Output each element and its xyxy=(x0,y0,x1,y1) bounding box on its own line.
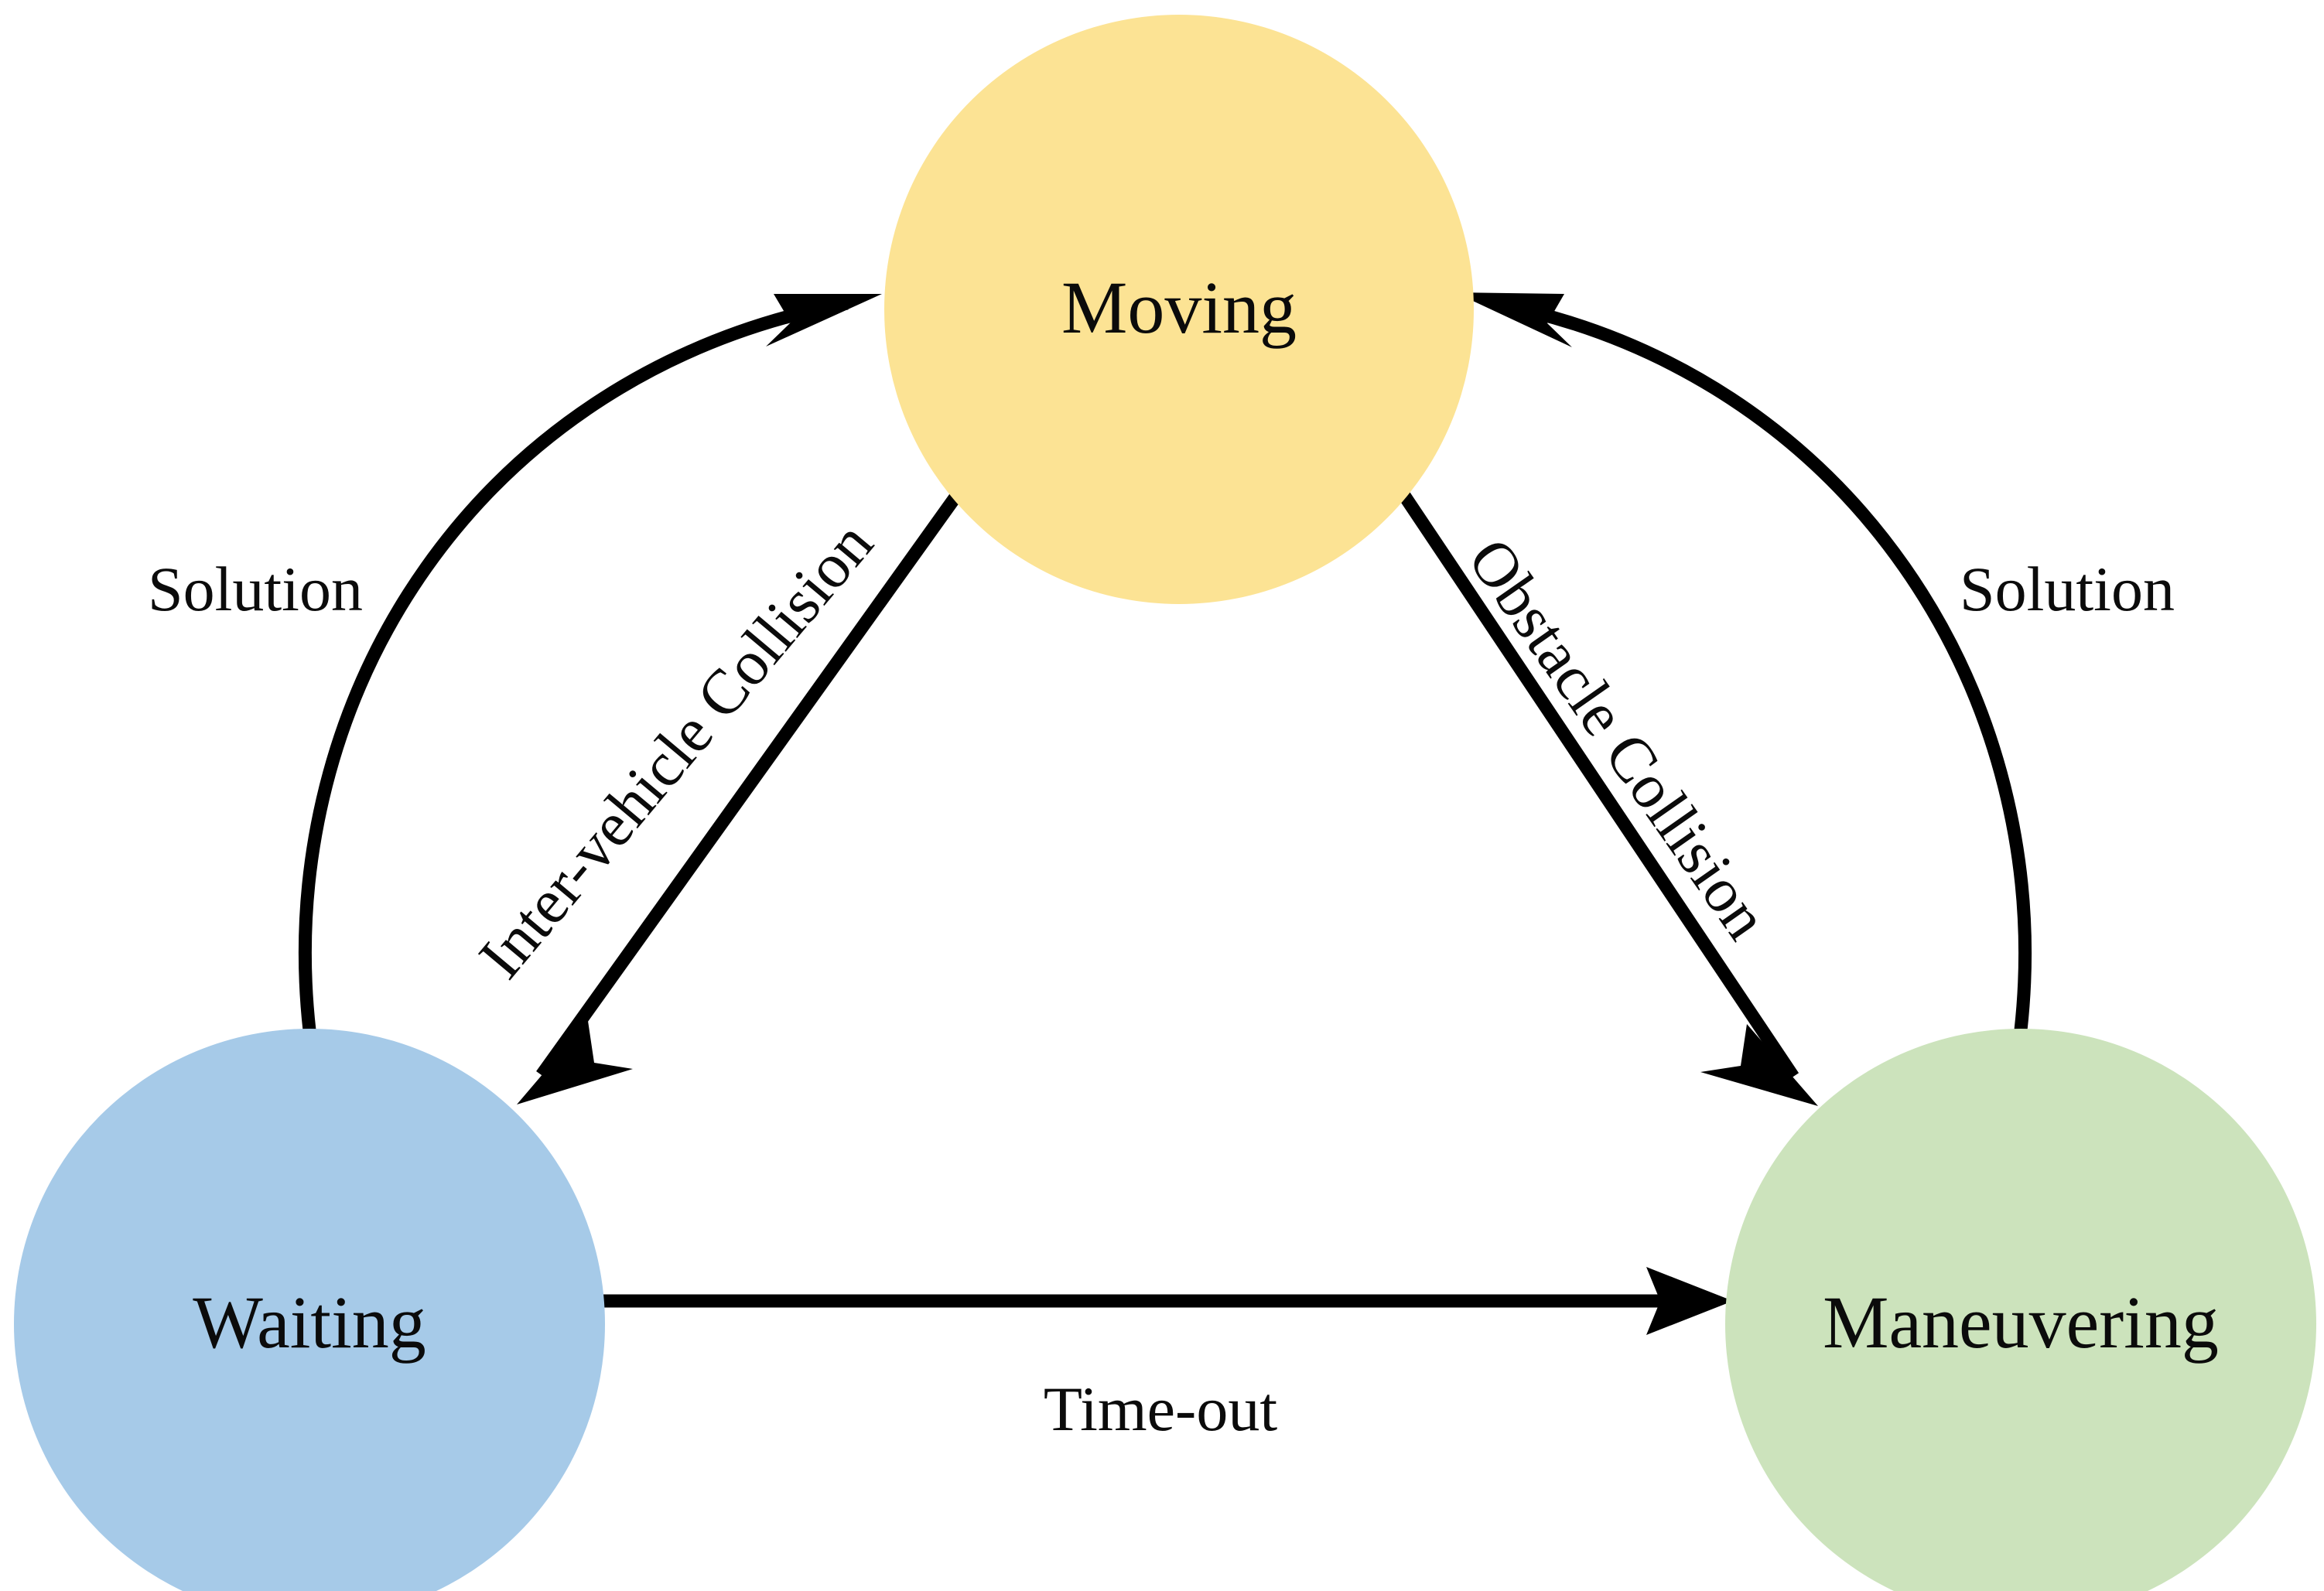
moving-to-waiting-line xyxy=(536,483,968,1079)
waiting-label: Waiting xyxy=(193,1281,426,1364)
state-node-moving[interactable]: Moving xyxy=(884,15,1474,604)
edge-moving-to-waiting[interactable] xyxy=(517,483,968,1104)
moving-to-waiting-arrowhead xyxy=(517,1021,633,1104)
waiting-to-moving-arc xyxy=(298,296,849,1031)
state-node-maneuvering[interactable]: Maneuvering xyxy=(1725,1029,2316,1591)
waiting-circle[interactable] xyxy=(14,1029,605,1591)
edge-moving-to-maneuvering[interactable] xyxy=(1396,488,1818,1106)
transition-label-solution-right: Solution xyxy=(1960,554,2175,624)
transition-label-obstacle-collision: Obstacle Collision xyxy=(1454,526,1782,951)
transition-label-inter-vehicle-collision: Inter-vehicle Collision xyxy=(465,508,886,991)
moving-circle[interactable] xyxy=(884,15,1474,604)
maneuvering-to-moving-arc xyxy=(1492,296,2032,1031)
edge-waiting-to-maneuvering[interactable] xyxy=(600,1267,1733,1335)
moving-label: Moving xyxy=(1061,266,1297,349)
waiting-to-maneuvering-arrowhead xyxy=(1646,1267,1733,1335)
maneuvering-label: Maneuvering xyxy=(1823,1281,2219,1364)
edge-maneuvering-to-moving[interactable] xyxy=(1454,292,2032,1031)
transition-label-solution-left: Solution xyxy=(148,554,363,624)
moving-to-maneuvering-line xyxy=(1396,488,1799,1081)
moving-to-maneuvering-arrowhead xyxy=(1700,1024,1818,1106)
maneuvering-circle[interactable] xyxy=(1725,1029,2316,1591)
edge-waiting-to-moving[interactable] xyxy=(298,294,882,1031)
transition-label-time-out: Time-out xyxy=(1044,1374,1277,1444)
waiting-to-moving-arrowhead xyxy=(766,294,882,347)
state-node-waiting[interactable]: Waiting xyxy=(14,1029,605,1591)
maneuvering-to-moving-arrowhead xyxy=(1454,292,1572,347)
